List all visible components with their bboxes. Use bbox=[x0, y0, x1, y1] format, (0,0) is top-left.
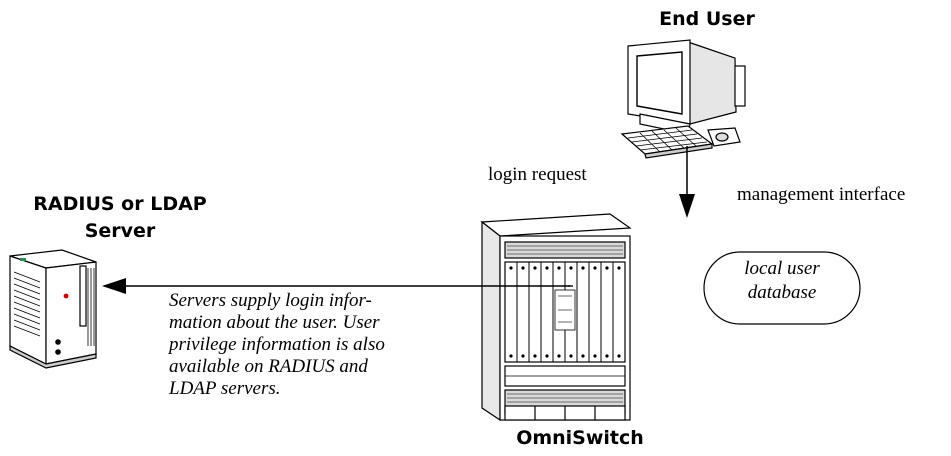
management-interface-label: management interface bbox=[737, 184, 906, 205]
local-user-database-shape bbox=[703, 251, 861, 325]
omniswitch-label: OmniSwitch bbox=[516, 427, 644, 449]
chassis-switch-icon bbox=[480, 213, 632, 422]
servers-note: Servers supply login infor- mation about… bbox=[169, 290, 385, 399]
tower-server-icon bbox=[9, 249, 97, 369]
end-user-label: End User bbox=[659, 8, 755, 30]
desktop-computer-icon bbox=[620, 39, 746, 159]
server-connection-arrow bbox=[102, 278, 573, 294]
management-arrow bbox=[679, 146, 695, 218]
login-request-label: login request bbox=[488, 164, 587, 185]
radius-ldap-server-label: RADIUS or LDAP Server bbox=[4, 191, 236, 245]
radius-ldap-server-label-text: RADIUS or LDAP Server bbox=[33, 193, 207, 242]
local-user-database-label: local user database bbox=[744, 258, 820, 303]
